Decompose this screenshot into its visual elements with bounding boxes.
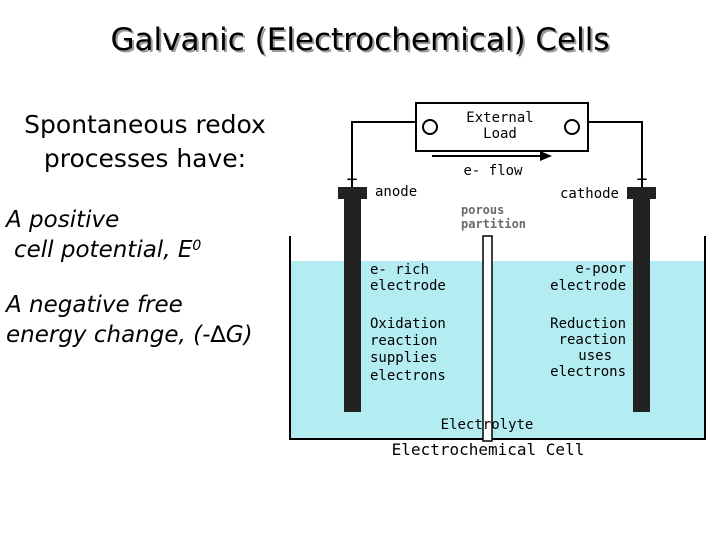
diagram-caption: Electrochemical Cell — [392, 440, 585, 459]
point1-line-2-text: cell potential, E — [14, 237, 193, 263]
point1-line-2: cell potential, E0 — [6, 235, 201, 265]
oxidation-label-1: Oxidation — [370, 316, 446, 332]
e-flow-arrowhead — [540, 151, 552, 161]
cathode-rod — [633, 197, 650, 412]
point1-superscript: 0 — [192, 238, 202, 254]
load-terminal-left — [422, 119, 438, 135]
load-terminal-right — [564, 119, 580, 135]
external-wire-right — [588, 121, 643, 189]
anode-rod — [344, 197, 361, 412]
intro-line-1: Spontaneous redox — [24, 110, 266, 139]
external-load-label-1: External — [466, 110, 533, 126]
porous-label-2: partition — [461, 217, 526, 231]
intro-text: Spontaneous redox processes have: — [0, 108, 290, 176]
minus-sign: − — [347, 169, 358, 190]
e-rich-label-1: e- rich — [370, 262, 429, 278]
slide-title: Galvanic (Electrochemical) Cells — [110, 22, 610, 58]
anode-label: anode — [375, 184, 417, 200]
reduction-label-3: uses — [578, 348, 612, 364]
point2-line-2: energy change, (-∆G) — [6, 322, 253, 348]
external-load-label-2: Load — [483, 126, 517, 142]
oxidation-label-4: electrons — [370, 368, 446, 384]
e-poor-label-2: electrode — [550, 278, 626, 294]
point-positive-potential: A positive cell potential, E0 — [6, 205, 201, 265]
external-wire-left — [351, 121, 416, 189]
point1-line-1: A positive — [6, 207, 120, 233]
oxidation-label-3: supplies — [370, 350, 437, 366]
oxidation-label-2: reaction — [370, 333, 437, 349]
beaker — [289, 236, 706, 440]
e-rich-label-2: electrode — [370, 278, 446, 294]
porous-label-1: porous — [461, 203, 504, 217]
cathode-cap — [627, 187, 656, 199]
point-negative-free-energy: A negative free energy change, (-∆G) — [6, 290, 253, 350]
reduction-label-1: Reduction — [550, 316, 626, 332]
cathode-label: cathode — [560, 186, 619, 202]
reduction-label-4: electrons — [550, 364, 626, 380]
porous-partition — [482, 235, 493, 442]
e-flow-label: e- flow — [463, 163, 523, 179]
intro-line-2: processes have: — [43, 144, 247, 173]
anode-cap — [338, 187, 367, 199]
e-poor-label-1: e-poor — [575, 261, 626, 277]
electrolyte-label: Electrolyte — [441, 417, 534, 433]
reduction-label-2: reaction — [559, 332, 626, 348]
point2-line-1: A negative free — [6, 292, 183, 318]
plus-sign: + — [637, 169, 648, 190]
external-load-box — [415, 102, 589, 152]
